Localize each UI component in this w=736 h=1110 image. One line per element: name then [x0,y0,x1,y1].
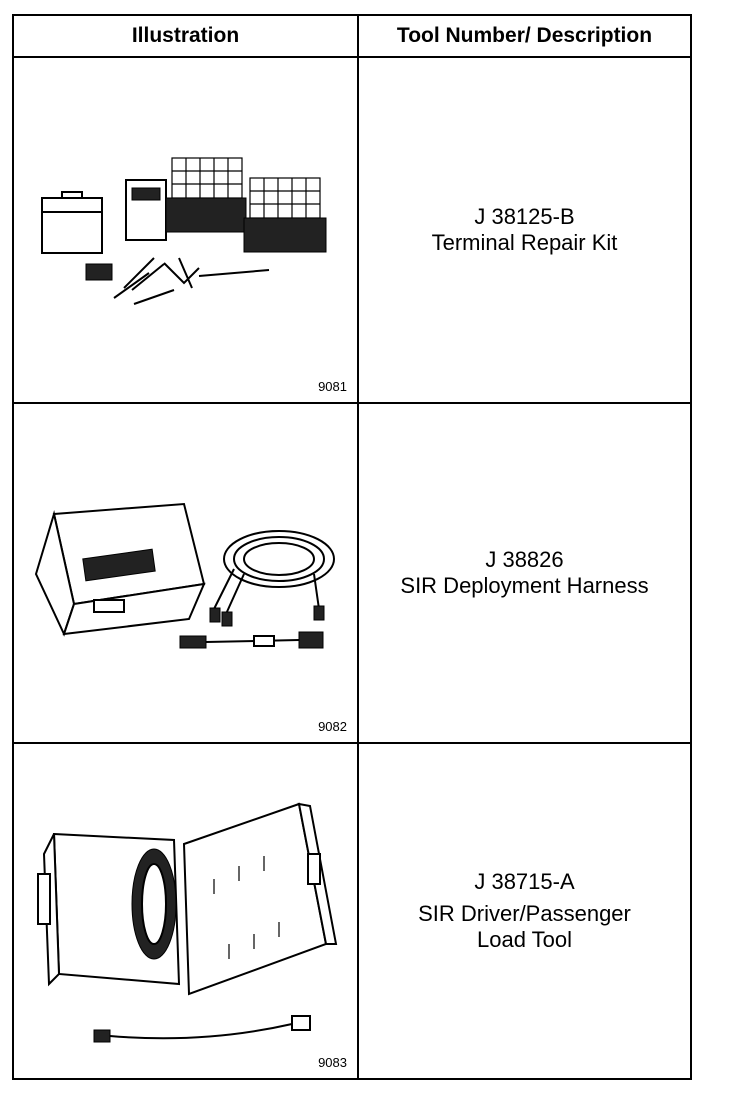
tool-number: J 38125-B [474,204,575,229]
header-illustration: Illustration [14,16,359,58]
tool-table: Illustration Tool Number/ Description [12,14,692,1080]
table-row: 9082 J 38826 SIR Deployment Harness [14,404,690,744]
tool-description: SIR Deployment Harness [400,573,649,598]
tool-number: J 38826 [485,547,564,572]
tool-description-cell: J 38715-A SIR Driver/Passenger Load Tool [359,744,690,1078]
illustration-cell: 9083 [14,744,359,1078]
figure-number: 9083 [318,1055,347,1070]
table-row: 9081 J 38125-B Terminal Repair Kit [14,58,690,404]
tool-description-line2: Load Tool [476,927,572,952]
figure-number: 9081 [318,379,347,394]
figure-number: 9082 [318,719,347,734]
sir-load-tool-illustration [37,802,338,1043]
table-row: 9083 J 38715-A SIR Driver/Passenger Load… [14,744,690,1078]
tool-description-cell: J 38125-B Terminal Repair Kit [359,58,690,402]
illustration-cell: 9082 [14,404,359,742]
tool-description-cell: J 38826 SIR Deployment Harness [359,404,690,742]
header-tool-description: Tool Number/ Description [359,16,690,58]
terminal-repair-kit-illustration [41,157,327,305]
illustration-cell: 9081 [14,58,359,402]
tool-number: J 38715-A [474,869,575,894]
sir-deployment-harness-illustration [34,502,335,649]
tool-description: Terminal Repair Kit [431,230,618,255]
tool-description: SIR Driver/Passenger [418,901,631,926]
